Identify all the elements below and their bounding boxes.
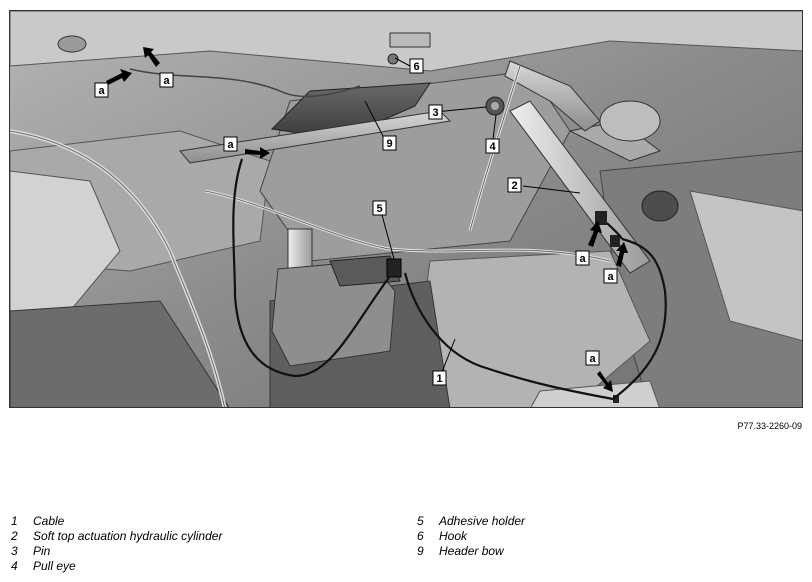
callout-a-2: a xyxy=(159,72,174,88)
legend-item: 1 Cable xyxy=(11,514,222,529)
svg-text:1: 1 xyxy=(436,373,442,385)
svg-text:a: a xyxy=(579,253,586,265)
legend-text: Soft top actuation hydraulic cylinder xyxy=(33,529,223,543)
legend-left-column: 1 Cable 2 Soft top actuation hydraulic cyl… xyxy=(11,514,222,574)
legend-item: 3 Pin xyxy=(11,544,222,559)
svg-text:9: 9 xyxy=(386,138,392,150)
callout-9: 9 xyxy=(382,135,397,151)
svg-text:a: a xyxy=(227,139,234,151)
svg-text:a: a xyxy=(98,85,105,97)
legend-item: 9 Header bow xyxy=(417,544,525,559)
callout-6: 6 xyxy=(409,58,424,74)
legend-number: 1 xyxy=(11,514,18,528)
legend-number: 9 xyxy=(417,544,424,558)
legend-number: 3 xyxy=(11,544,18,558)
legend-text: Cable xyxy=(33,514,65,528)
callout-2: 2 xyxy=(507,177,522,193)
callout-a-3: a xyxy=(223,136,238,152)
svg-text:6: 6 xyxy=(413,61,419,73)
legend-item: 5 Adhesive holder xyxy=(417,514,525,529)
legend-text: Hook xyxy=(439,529,468,543)
legend-number: 5 xyxy=(417,514,424,528)
svg-text:a: a xyxy=(607,271,614,283)
callout-5: 5 xyxy=(372,200,387,216)
callout-a-5: a xyxy=(603,268,618,284)
legend-number: 2 xyxy=(11,529,18,543)
callout-a-1: a xyxy=(94,82,109,98)
legend-text: Pull eye xyxy=(33,559,76,573)
callout-a-6: a xyxy=(585,350,600,366)
legend-text: Adhesive holder xyxy=(439,514,526,528)
callout-1: 1 xyxy=(432,370,447,386)
legend-number: 4 xyxy=(11,559,18,573)
legend-text: Pin xyxy=(33,544,51,558)
legend-right-column: 5 Adhesive holder 6 Hook 9 Header bow xyxy=(417,514,525,559)
svg-text:5: 5 xyxy=(376,203,382,215)
svg-text:a: a xyxy=(589,353,596,365)
svg-text:a: a xyxy=(163,75,170,87)
legend-item: 6 Hook xyxy=(417,529,525,544)
callout-a-4: a xyxy=(575,250,590,266)
legend-text: Header bow xyxy=(439,544,504,558)
callout-3: 3 xyxy=(428,104,443,120)
figure-reference-code: P77.33-2260-09 xyxy=(737,421,802,431)
legend-number: 6 xyxy=(417,529,424,543)
svg-text:4: 4 xyxy=(489,141,496,153)
svg-text:2: 2 xyxy=(511,180,517,192)
callout-4: 4 xyxy=(485,138,500,154)
technical-illustration: a a a a a a 1 2 xyxy=(9,10,803,408)
svg-text:3: 3 xyxy=(432,107,438,119)
legend-item: 2 Soft top actuation hydraulic cylinder xyxy=(11,529,222,544)
legend-item: 4 Pull eye xyxy=(11,559,222,574)
engine-bay-drawing: a a a a a a 1 2 xyxy=(10,11,802,407)
